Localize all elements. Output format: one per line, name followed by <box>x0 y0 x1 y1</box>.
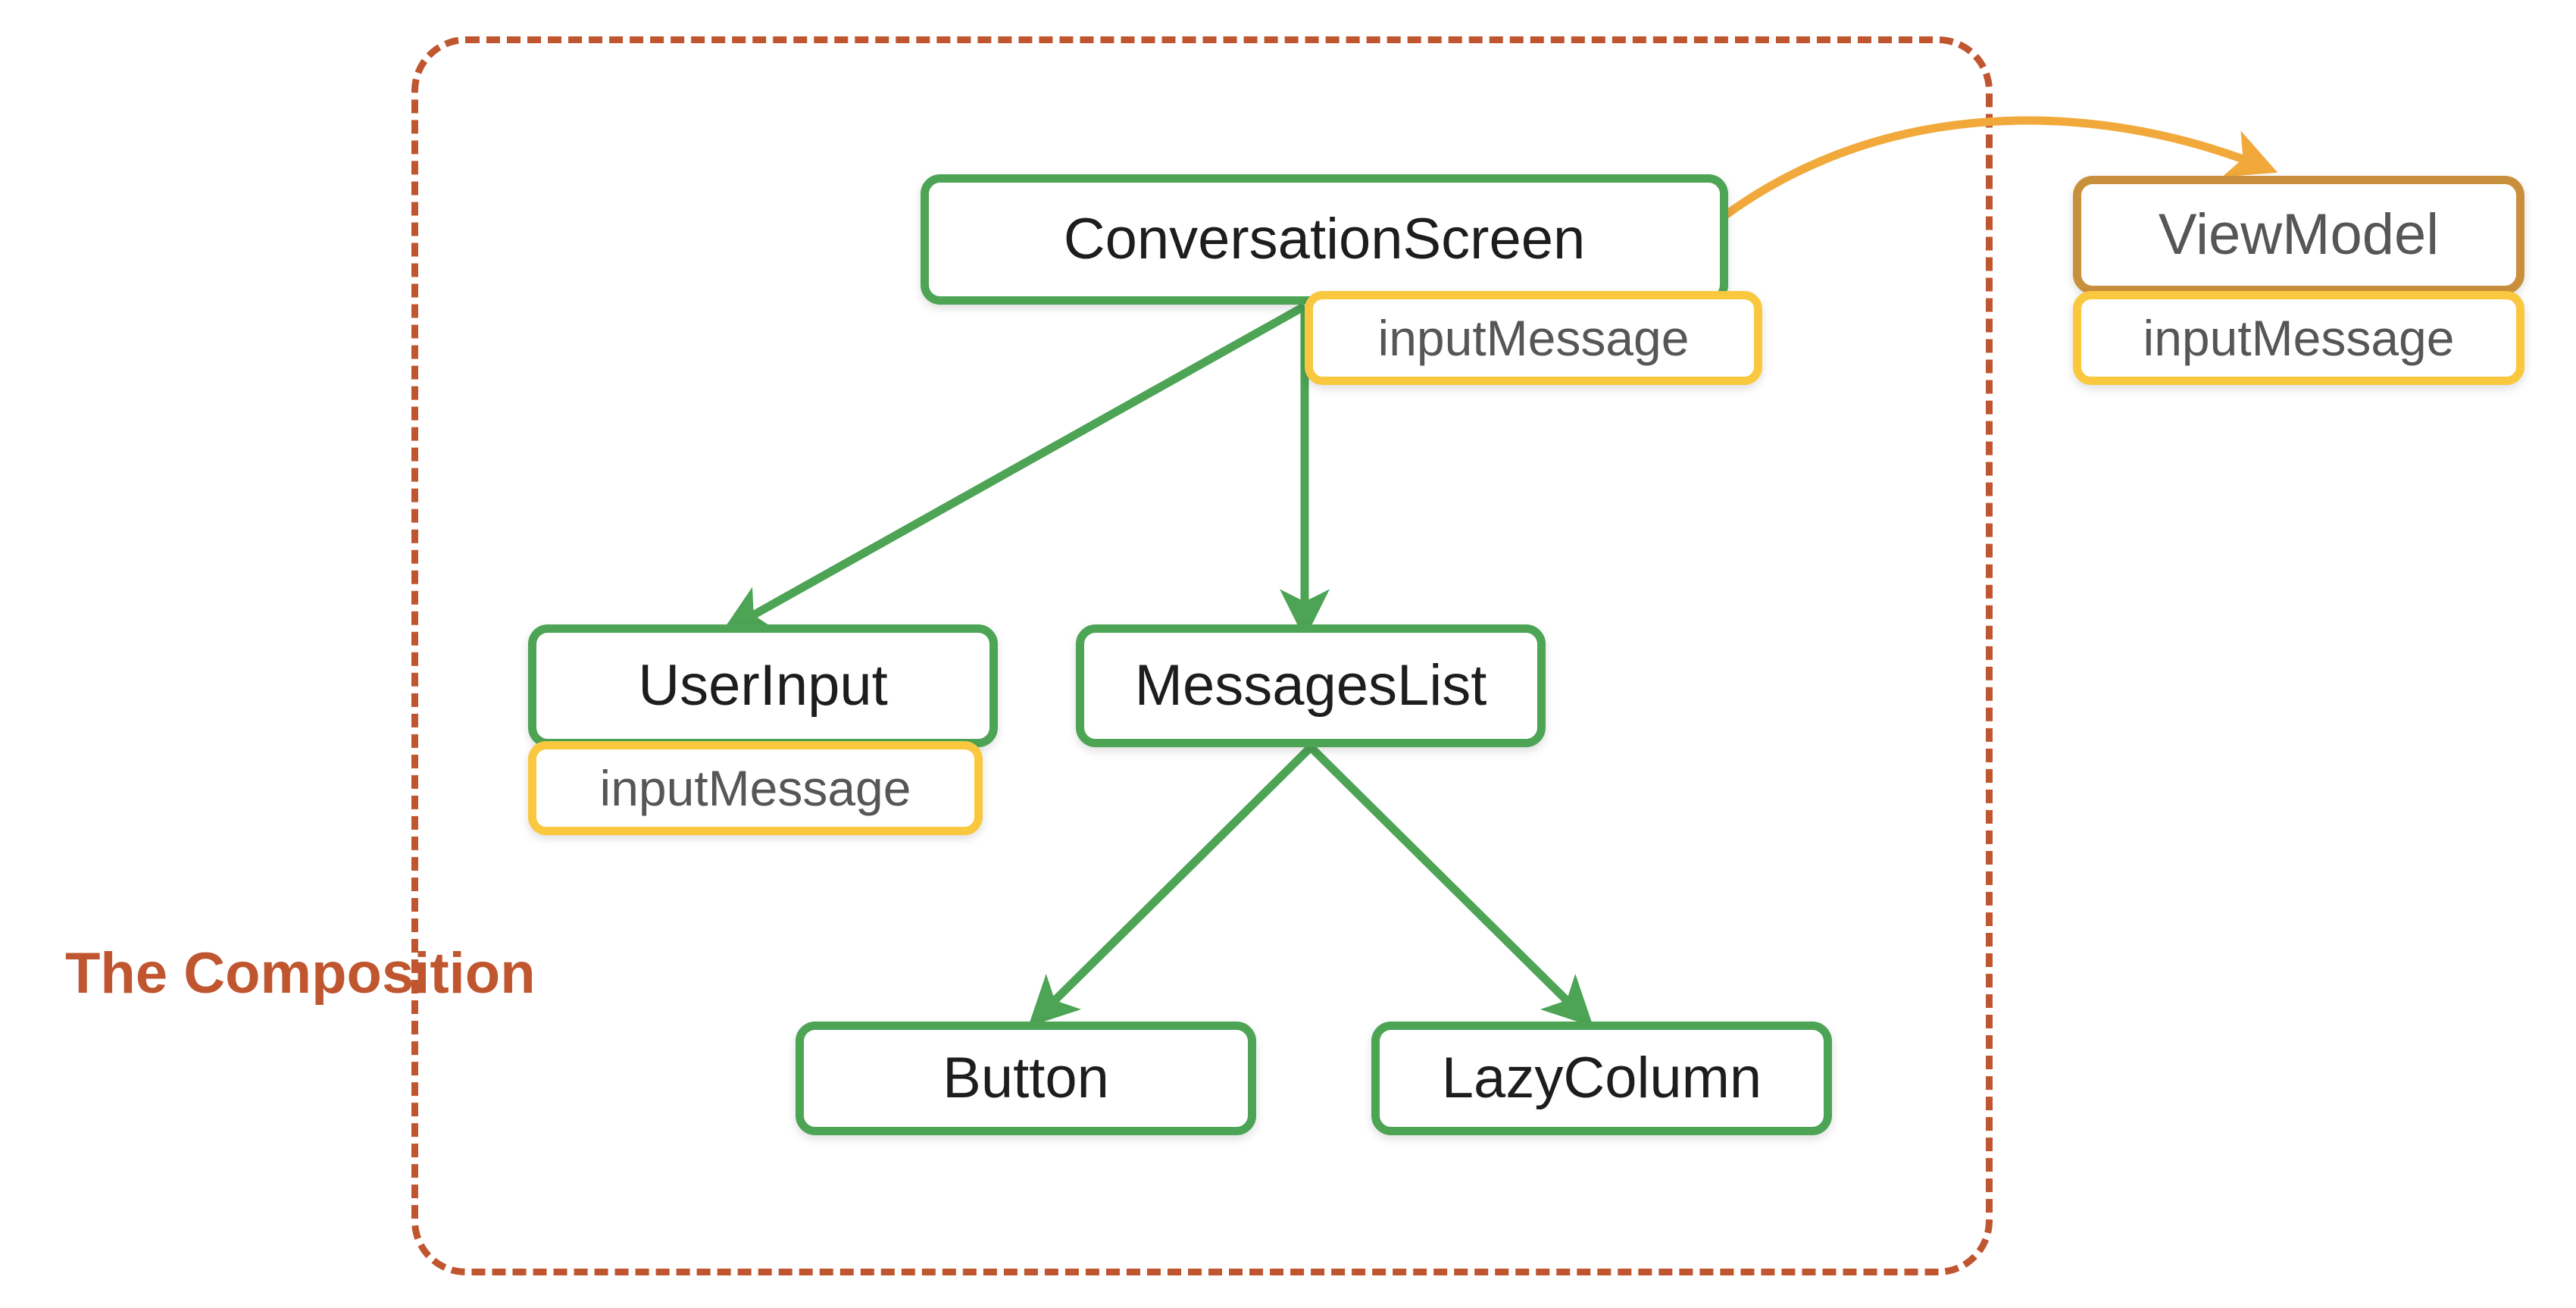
state-badge-conversation-input-message-label: inputMessage <box>1377 310 1690 366</box>
node-user-input-label: UserInput <box>638 653 888 718</box>
node-messages-list[interactable]: MessagesList <box>1076 624 1546 747</box>
state-badge-viewmodel-input-message-label: inputMessage <box>2143 310 2455 366</box>
node-lazy-column[interactable]: LazyColumn <box>1371 1022 1832 1135</box>
state-badge-conversation-input-message[interactable]: inputMessage <box>1305 291 1762 385</box>
node-conversation-screen-label: ConversationScreen <box>1063 207 1586 271</box>
node-user-input[interactable]: UserInput <box>528 624 998 747</box>
state-badge-viewmodel-input-message[interactable]: inputMessage <box>2073 291 2524 385</box>
node-button-label: Button <box>943 1046 1109 1110</box>
node-button[interactable]: Button <box>796 1022 1256 1135</box>
state-badge-user-input-message-label: inputMessage <box>599 760 911 816</box>
node-lazy-column-label: LazyColumn <box>1441 1046 1762 1110</box>
node-viewmodel-label: ViewModel <box>2158 202 2440 267</box>
node-conversation-screen[interactable]: ConversationScreen <box>921 174 1728 305</box>
state-badge-user-input-message[interactable]: inputMessage <box>528 741 983 835</box>
composition-boundary <box>411 36 1993 1275</box>
node-messages-list-label: MessagesList <box>1134 653 1487 718</box>
node-viewmodel[interactable]: ViewModel <box>2073 176 2524 294</box>
composition-boundary-caption: The Composition <box>65 941 536 1006</box>
